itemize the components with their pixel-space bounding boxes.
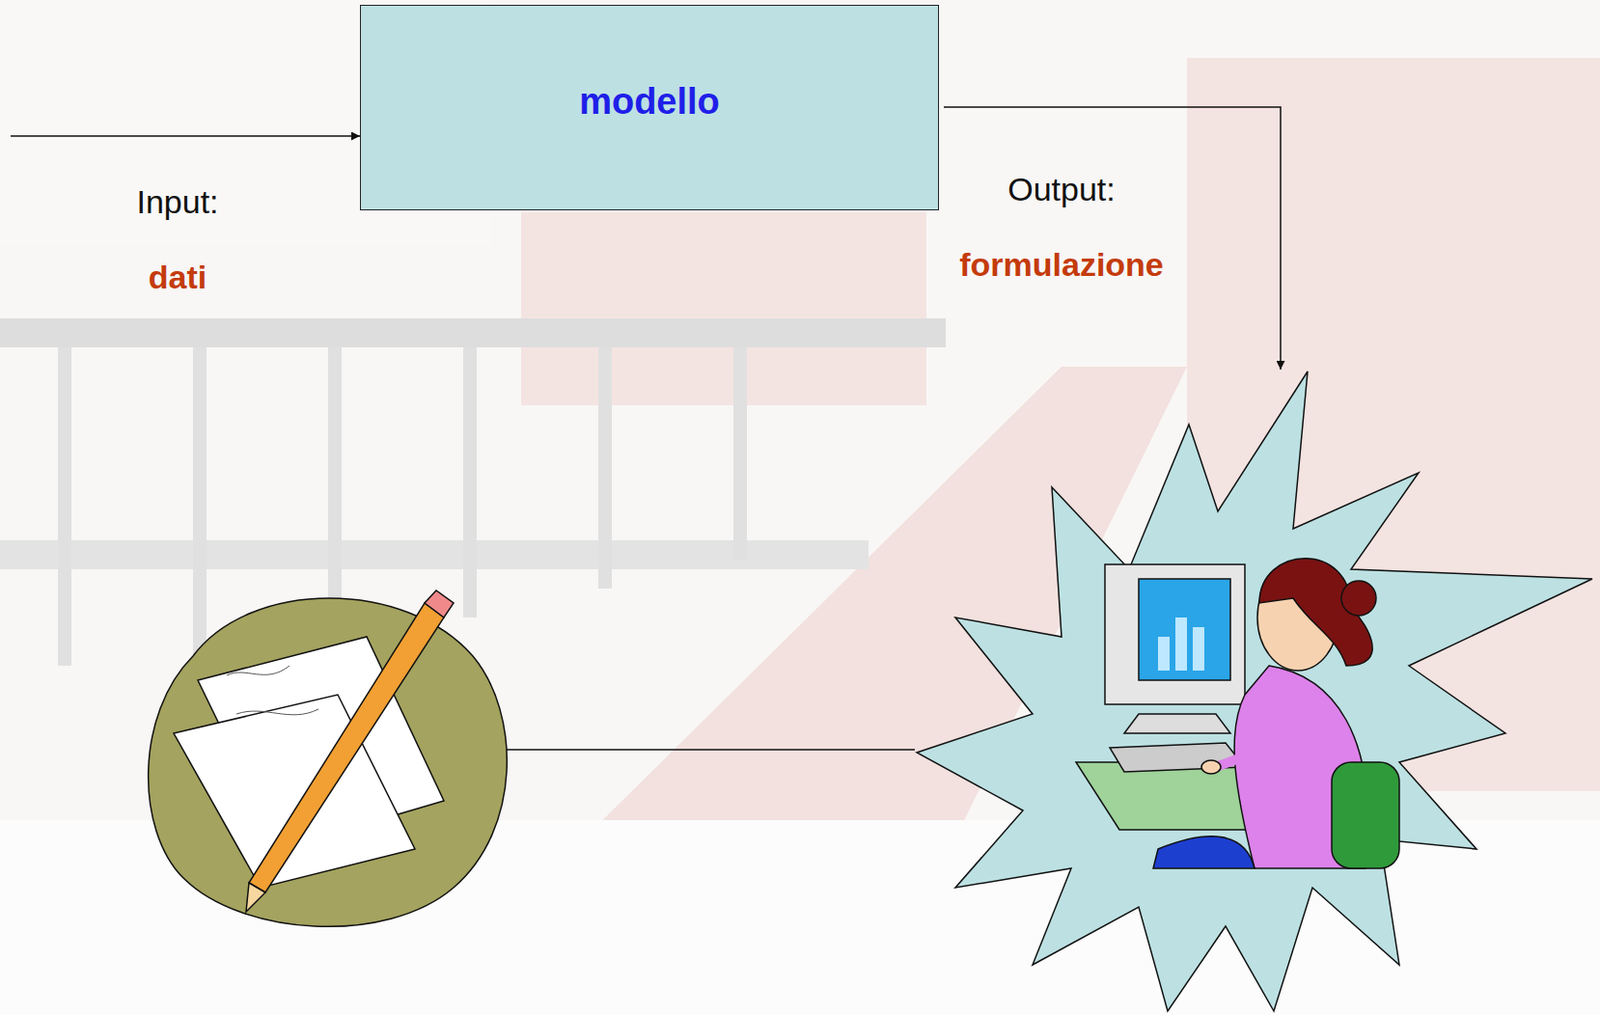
- output-label: Output:: [1007, 170, 1116, 209]
- feedback-arrow: [493, 748, 915, 751]
- input-label: Input:: [136, 183, 219, 221]
- notepad-illustration: [148, 590, 508, 927]
- process-box: modello: [359, 4, 939, 211]
- input-arrow: [10, 135, 360, 138]
- person-at-computer: [1075, 558, 1400, 869]
- input-value: dati: [148, 258, 207, 297]
- box-title: modello: [579, 81, 720, 123]
- starburst: [916, 371, 1593, 1012]
- output-value: formulazione: [959, 246, 1164, 284]
- output-arrow: [943, 107, 1281, 370]
